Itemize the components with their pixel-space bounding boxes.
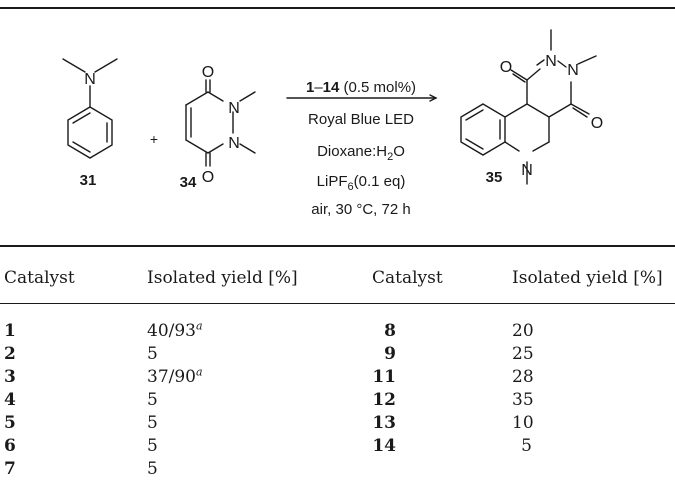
table-cell-catalyst: 8 (384, 321, 396, 341)
yield-value: 37/90 (147, 367, 196, 387)
condition-catalyst: 1–14 (0.5 mol%) (306, 79, 416, 96)
condition-time-temp: air, 30 °C, 72 h (311, 201, 410, 218)
compound-number-34: 34 (180, 174, 197, 191)
yield-value: 5 (147, 344, 158, 364)
yield-value: 5 (147, 436, 158, 456)
table-cell-catalyst: 1 (4, 321, 16, 341)
atom-label-o: O (202, 64, 214, 81)
table-cell-yield: 35 (512, 390, 534, 410)
table-cell-yield: 5 (147, 390, 158, 410)
table-cell-catalyst: 13 (372, 413, 396, 433)
atom-label-n: N (84, 71, 96, 88)
yield-value: 5 (147, 390, 158, 410)
condition-solvent: Dioxane:H2O (317, 143, 405, 163)
condition-light: Royal Blue LED (308, 111, 414, 128)
plus-sign: + (150, 131, 158, 147)
footnote-marker: a (196, 365, 203, 379)
top-rule (0, 7, 675, 9)
header-isolated-yield: Isolated yield [%] (512, 268, 663, 288)
header-rule (0, 303, 675, 304)
header-catalyst: Catalyst (4, 268, 75, 288)
atom-label-n: N (545, 53, 557, 70)
table-cell-yield: 10 (512, 413, 534, 433)
compound-35-structure (460, 29, 597, 185)
table-cell-yield: 5 (147, 413, 158, 433)
atom-label-n: N (228, 135, 240, 152)
compound-number-31: 31 (80, 172, 97, 189)
table-cell-catalyst: 7 (4, 459, 16, 479)
table-cell-yield: 28 (512, 367, 534, 387)
header-isolated-yield: Isolated yield [%] (147, 268, 298, 288)
footnote-marker: a (196, 319, 203, 333)
table-cell-yield: 40/93a (147, 319, 203, 341)
catalyst-range-sep: – (314, 79, 323, 96)
catalyst-range-start: 1 (306, 79, 314, 96)
table-cell-catalyst: 11 (372, 367, 396, 387)
yield-value: 5 (147, 459, 158, 479)
atom-label-o: O (500, 59, 512, 76)
compound-number-35: 35 (486, 169, 503, 186)
table-cell-catalyst: 9 (384, 344, 396, 364)
table-cell-yield: 5 (147, 344, 158, 364)
atom-label-n: N (521, 162, 533, 179)
atom-label-o: O (591, 115, 603, 132)
table-cell-yield: 25 (512, 344, 534, 364)
table-top-rule (0, 245, 675, 247)
table-cell-yield: 5 (147, 459, 158, 479)
yield-value: 5 (147, 413, 158, 433)
table-cell-catalyst: 3 (4, 367, 16, 387)
table-cell-yield: 5 (147, 436, 158, 456)
table-cell-catalyst: 2 (4, 344, 16, 364)
yield-value: 40/93 (147, 321, 196, 341)
table-cell-catalyst: 12 (372, 390, 396, 410)
table-cell-catalyst: 5 (4, 413, 16, 433)
table-cell-yield: 37/90a (147, 365, 203, 387)
condition-additive: LiPF6(0.1 eq) (317, 173, 406, 193)
compound-34-structure (185, 79, 256, 167)
table-cell-catalyst: 14 (372, 436, 396, 456)
table-cell-yield: 5 (521, 436, 532, 456)
catalyst-loading: (0.5 mol%) (339, 79, 416, 96)
atom-label-n: N (567, 62, 579, 79)
compound-31-structure (62, 58, 118, 159)
table-cell-catalyst: 4 (4, 390, 16, 410)
reaction-scheme: N O N N O N O N N O + 31 34 35 1–14 (0.5… (62, 29, 603, 218)
atom-label-o: O (202, 169, 214, 186)
header-catalyst: Catalyst (372, 268, 443, 288)
atom-label-n: N (228, 100, 240, 117)
catalyst-range-end: 14 (323, 79, 340, 96)
table-cell-catalyst: 6 (4, 436, 16, 456)
table-cell-yield: 20 (512, 321, 534, 341)
